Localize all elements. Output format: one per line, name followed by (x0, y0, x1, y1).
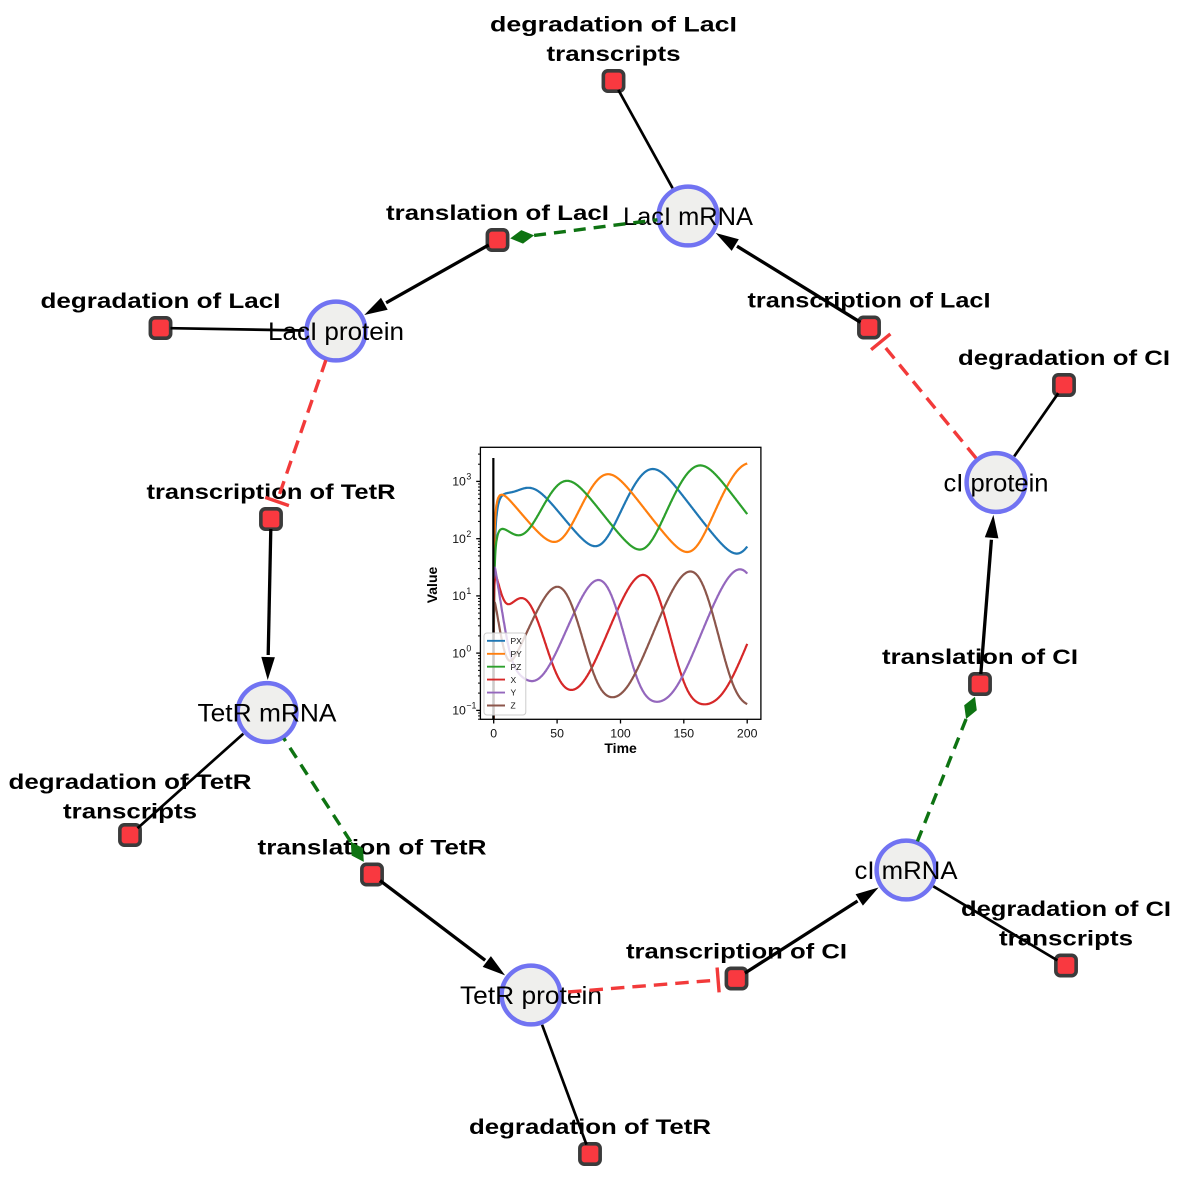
svg-text:10: 10 (452, 475, 466, 489)
svg-text:2: 2 (466, 529, 471, 539)
svg-text:3: 3 (466, 472, 471, 482)
svg-text:degradation of CI: degradation of CI (958, 346, 1170, 370)
svg-text:degradation of LacI: degradation of LacI (41, 289, 281, 313)
svg-text:degradation of LacI: degradation of LacI (490, 13, 737, 37)
svg-text:PY: PY (511, 649, 523, 659)
svg-text:translation of TetR: translation of TetR (258, 836, 488, 860)
svg-text:degradation of TetR: degradation of TetR (9, 770, 253, 794)
svg-text:1: 1 (466, 586, 471, 596)
svg-text:TetR mRNA: TetR mRNA (198, 700, 337, 728)
svg-text:Time: Time (604, 740, 637, 756)
svg-text:transcripts: transcripts (547, 42, 681, 66)
svg-text:100: 100 (610, 726, 631, 740)
svg-text:−1: −1 (466, 701, 476, 711)
svg-text:transcription of CI: transcription of CI (626, 940, 847, 964)
svg-text:TetR protein: TetR protein (460, 982, 602, 1010)
svg-text:LacI protein: LacI protein (268, 318, 404, 346)
svg-text:200: 200 (737, 726, 758, 740)
svg-text:0: 0 (466, 643, 471, 653)
svg-text:transcription of LacI: transcription of LacI (748, 289, 991, 313)
svg-text:LacI mRNA: LacI mRNA (623, 203, 753, 231)
svg-text:PX: PX (511, 636, 523, 646)
svg-text:10: 10 (452, 589, 466, 603)
svg-text:cI protein: cI protein (944, 470, 1049, 498)
svg-text:50: 50 (550, 726, 564, 740)
svg-text:Value: Value (424, 567, 440, 604)
svg-text:Z: Z (511, 701, 516, 711)
svg-text:degradation of CI: degradation of CI (961, 897, 1171, 921)
svg-text:Y: Y (511, 688, 517, 698)
svg-text:cI mRNA: cI mRNA (855, 857, 958, 885)
svg-text:0: 0 (490, 726, 497, 740)
svg-text:10: 10 (452, 704, 466, 718)
svg-text:10: 10 (452, 532, 466, 546)
svg-text:translation of LacI: translation of LacI (386, 201, 609, 225)
svg-text:transcripts: transcripts (63, 800, 197, 824)
svg-text:X: X (511, 675, 517, 685)
svg-text:degradation of TetR: degradation of TetR (469, 1115, 712, 1139)
svg-text:PZ: PZ (511, 662, 522, 672)
svg-text:150: 150 (674, 726, 695, 740)
svg-text:10: 10 (452, 646, 466, 660)
